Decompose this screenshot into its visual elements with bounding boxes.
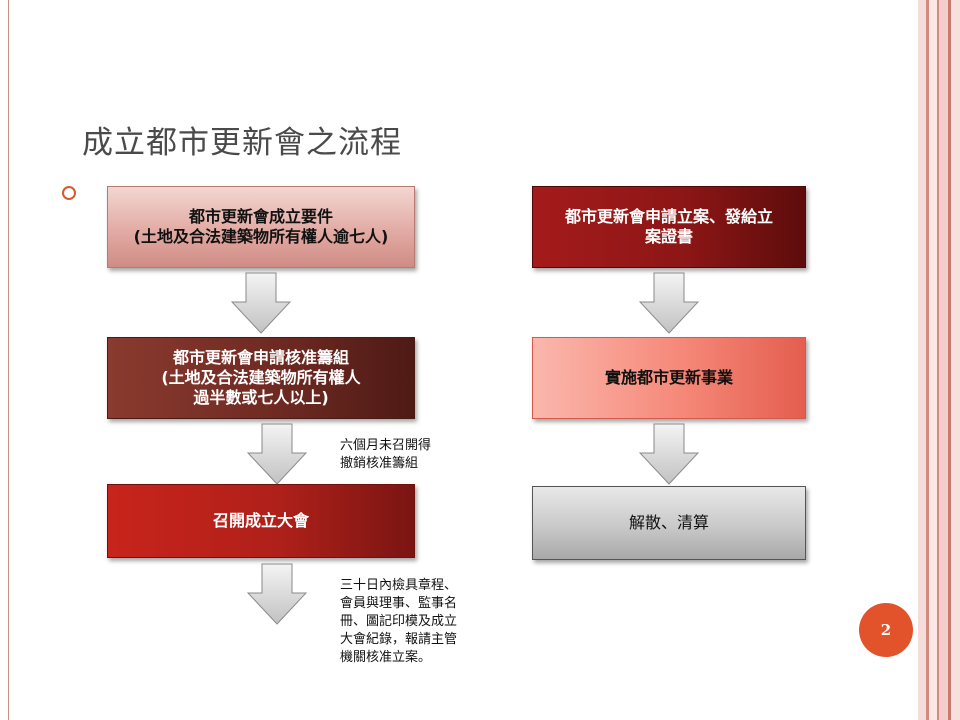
slide-title: 成立都市更新會之流程 — [82, 125, 402, 161]
down-arrow-icon — [639, 272, 699, 334]
flow-step-registration: 都市更新會申請立案、發給立 案證書 — [532, 186, 806, 268]
left-frame-line — [8, 0, 9, 720]
down-arrow-icon — [247, 563, 307, 625]
flow-step-label: 召開成立大會 — [212, 511, 309, 530]
decorative-stripes — [918, 0, 960, 720]
note-six-months: 六個月未召開得 撤銷核准籌組 — [340, 438, 432, 471]
down-arrow-icon — [639, 423, 699, 485]
flow-step-implement-renewal: 實施都市更新事業 — [532, 337, 806, 419]
flow-step-label: 都市更新會申請核准籌組 (土地及合法建築物所有權人 過半數或七人以上) — [161, 348, 361, 407]
note-thirty-days: 三十日內檢具章程、 會員與理事、監事名 冊、圖記印模及成立 大會紀錄，報請主管 … — [340, 578, 458, 665]
flow-step-label: 實施都市更新事業 — [604, 368, 733, 387]
page-number-badge: 2 — [859, 603, 913, 657]
flow-step-label: 解散、清算 — [628, 513, 709, 532]
bullet-circle-icon — [62, 186, 76, 200]
flow-step-label: 都市更新會成立要件 (土地及合法建築物所有權人逾七人) — [133, 207, 389, 246]
flow-step-founding-meeting: 召開成立大會 — [107, 484, 415, 558]
flow-step-label: 都市更新會申請立案、發給立 案證書 — [564, 207, 773, 246]
flow-step-apply-preparation: 都市更新會申請核准籌組 (土地及合法建築物所有權人 過半數或七人以上) — [107, 337, 415, 419]
flow-step-dissolution: 解散、清算 — [532, 486, 806, 560]
down-arrow-icon — [231, 272, 291, 334]
down-arrow-icon — [247, 423, 307, 485]
flow-step-requirements: 都市更新會成立要件 (土地及合法建築物所有權人逾七人) — [107, 186, 415, 268]
